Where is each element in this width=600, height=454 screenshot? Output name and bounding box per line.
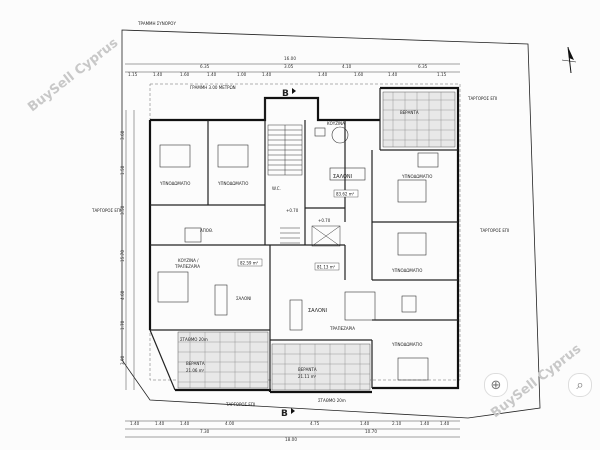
dim-bot-2: 1.40 [155,421,165,426]
room-kitchen-top: ΚΟΥΖΙΝΑ [327,121,345,126]
dim-top2-3: 1.60 [180,72,190,77]
boundary-left: ΤΑΡΓΟΡΟΣ ΕΠΙ [91,208,121,213]
area-a3: 83.62 m² [336,192,355,197]
dim-top-2: 3.05 [284,64,294,69]
room-bedroom-r3: ΥΠΝΟΔΩΜΑΤΙΟ [391,342,422,347]
interior-walls [149,88,458,391]
room-store: ΑΠΟΘ. [200,228,213,233]
dim-top2-7: 1.40 [318,72,328,77]
dim-bot-3: 1.40 [180,421,190,426]
room-kitchen-dining-1: ΚΟΥΖΙΝΑ / [178,258,199,263]
room-salon-mid: ΣΑΛΟΝΙ [308,308,327,314]
street-label: ΤΡΑΜΜΗ ΣΥΝΟΡΟΥ [137,21,176,26]
room-veranda-bl: ΒΕΡΑΝΤΑ [186,361,205,366]
dim-top2-10: 1.15 [437,72,447,77]
dim-left-3: 3.50 [120,205,125,215]
dim-top-total: 16.00 [284,56,296,61]
dim-left-2: 1.50 [120,165,125,175]
room-kitchen-dining-2: ΤΡΑΠΕΖΑΡΙΑ [174,264,200,269]
dim-top2-4: 1.40 [207,72,217,77]
north-arrow-icon [561,46,577,74]
search-icon: ⌕ [576,377,584,393]
dim-bot-4: 4.00 [225,421,235,426]
room-bedroom-r2: ΥΠΝΟΔΩΜΑΤΙΟ [391,268,422,273]
parking-right: ΣΤΑΘΜΟ 20m [318,398,346,403]
area-a2: 81.13 m² [317,265,336,270]
room-dining-mid: ΤΡΑΠΕΖΑΡΙΑ [329,326,355,331]
dim-bot-9: 1.40 [440,421,450,426]
dim-bot-mid-2: 10.70 [365,429,377,434]
room-wc: W.C. [272,186,281,191]
area-a4: 21.06 m² [186,368,205,373]
stair-core [267,124,341,247]
svg-text:B: B [282,89,289,99]
dim-left-7: 3.90 [120,355,125,365]
dim-left-4: 15.70 [120,250,125,262]
area-a5: 21.11 m² [298,374,317,379]
zoom-icon: ⊕ [490,377,502,393]
dim-left-6: 1.70 [120,320,125,330]
room-salon-left: ΣΑΛΟΝΙ [236,296,251,301]
room-bedroom-tl2: ΥΠΝΟΔΩΜΑΤΙΟ [217,181,248,186]
dim-bot-7: 2.10 [392,421,402,426]
building-line-label: ΓΡΑΜΜΗ 3.00 ΜΕΤΡΩΝ [190,85,236,90]
section-marker-top: B [282,88,296,99]
dim-left-5: 4.60 [120,290,125,300]
level-stairs: +0.70 [318,218,331,223]
left-dimensions: 3.60 1.50 3.50 15.70 4.60 1.70 3.90 [120,110,135,390]
dim-bot-mid-1: 7.30 [200,429,210,434]
dim-bot-1: 1.40 [130,421,140,426]
dim-top2-2: 1.40 [153,72,163,77]
dim-bot-total: 18.00 [285,437,297,442]
building-line [149,83,461,381]
top-dimensions: 6.35 3.05 4.10 6.35 16.00 1.15 1.40 1.60… [125,56,460,77]
bottom-dimensions: 1.40 1.40 1.40 4.00 4.75 1.40 2.10 1.40 … [125,420,460,442]
boundary-right: ΤΑΡΓΟΡΟΣ ΕΠΙ [479,228,509,233]
boundary-top-right: ΤΑΡΓΟΡΟΣ ΕΠΙ [467,96,497,101]
room-salon-top: ΣΑΛΟΝΙ [333,174,352,180]
dim-top-1: 6.35 [200,64,210,69]
room-bedroom-r1: ΥΠΝΟΔΩΜΑΤΙΟ [401,174,432,179]
search-button[interactable]: ⌕ [568,373,592,397]
building-walls [148,86,460,394]
dim-bot-8: 1.40 [420,421,430,426]
parking-left: ΣΤΑΘΜΟ 20m [180,337,208,342]
room-bedroom-tl1: ΥΠΝΟΔΩΜΑΤΙΟ [159,181,190,186]
dim-top2-9: 1.40 [388,72,398,77]
dim-top2-8: 1.60 [354,72,364,77]
watermark-top: BuySell Cyprus [25,35,121,115]
room-veranda-bm: ΒΕΡΑΝΤΑ [298,367,317,372]
room-veranda-tr: ΒΕΡΑΝΤΑ [400,110,419,115]
furniture [157,126,439,381]
section-marker-bottom: B [281,408,295,419]
area-labels: 82.59 m² 81.13 m² 83.62 m² 21.06 m² 21.1… [186,189,359,379]
area-a1: 82.59 m² [240,261,259,266]
dim-left-1: 3.60 [120,130,125,140]
dim-bot-5: 4.75 [310,421,320,426]
svg-text:B: B [281,409,288,419]
dim-top2-1: 1.15 [128,72,138,77]
dim-top-3: 4.10 [342,64,352,69]
boundary-bottom: ΤΑΡΓΟΡΟΣ ΕΠΙ [225,402,255,407]
dim-top2-6: 1.40 [262,72,272,77]
verandas [177,91,456,391]
dim-top2-5: 1.00 [237,72,247,77]
plot-boundary [121,29,541,419]
dim-bot-6: 1.40 [360,421,370,426]
level-core: +0.70 [286,208,299,213]
dim-top-4: 6.35 [418,64,428,69]
zoom-in-button[interactable]: ⊕ [484,373,508,397]
